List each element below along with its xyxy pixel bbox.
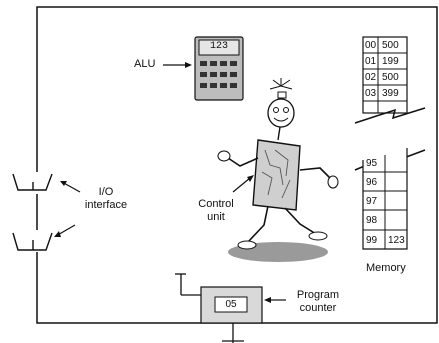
program-counter-label-line2: counter bbox=[299, 302, 337, 314]
alu-arrow bbox=[163, 62, 192, 68]
memory-value: 199 bbox=[382, 56, 399, 67]
control-unit-robot bbox=[217, 78, 339, 262]
control-unit-label-line2: unit bbox=[207, 211, 225, 223]
program-counter-arrow bbox=[264, 297, 286, 303]
memory-address: 02 bbox=[365, 72, 377, 83]
alu-display: 123 bbox=[209, 41, 228, 52]
memory-break-top bbox=[354, 107, 426, 124]
memory-value: 500 bbox=[382, 72, 399, 83]
io-label-line2: interface bbox=[84, 199, 128, 211]
alu-label: ALU bbox=[134, 58, 156, 70]
program-counter-label-line1: Program bbox=[296, 289, 340, 301]
program-counter-box bbox=[200, 286, 263, 324]
memory-value: 500 bbox=[382, 40, 399, 51]
memory-address: 03 bbox=[365, 88, 377, 99]
memory-address: 00 bbox=[365, 40, 377, 51]
memory-value: 123 bbox=[388, 235, 405, 246]
program-counter-output bbox=[222, 323, 244, 343]
memory-address: 98 bbox=[366, 215, 378, 226]
control-unit-arrow bbox=[232, 175, 254, 193]
io-arrow-bottom bbox=[54, 224, 76, 237]
memory-bottom-block bbox=[362, 148, 408, 250]
memory-label: Memory bbox=[366, 262, 406, 274]
memory-address: 96 bbox=[366, 177, 378, 188]
memory-address: 97 bbox=[366, 196, 378, 207]
io-arrow-top bbox=[60, 181, 81, 193]
io-tray-top bbox=[12, 172, 53, 194]
control-unit-label-line1: Control bbox=[198, 198, 234, 210]
memory-address: 95 bbox=[366, 158, 378, 169]
memory-address: 99 bbox=[366, 235, 378, 246]
memory-address: 01 bbox=[365, 56, 377, 67]
io-tray-bottom bbox=[12, 230, 53, 252]
program-counter-bracket bbox=[175, 273, 201, 296]
memory-value: 399 bbox=[382, 88, 399, 99]
memory-top-block bbox=[362, 36, 408, 114]
io-label-line1: I/O bbox=[98, 186, 114, 198]
program-counter-value: 05 bbox=[225, 299, 237, 310]
alu-calculator bbox=[194, 36, 244, 101]
